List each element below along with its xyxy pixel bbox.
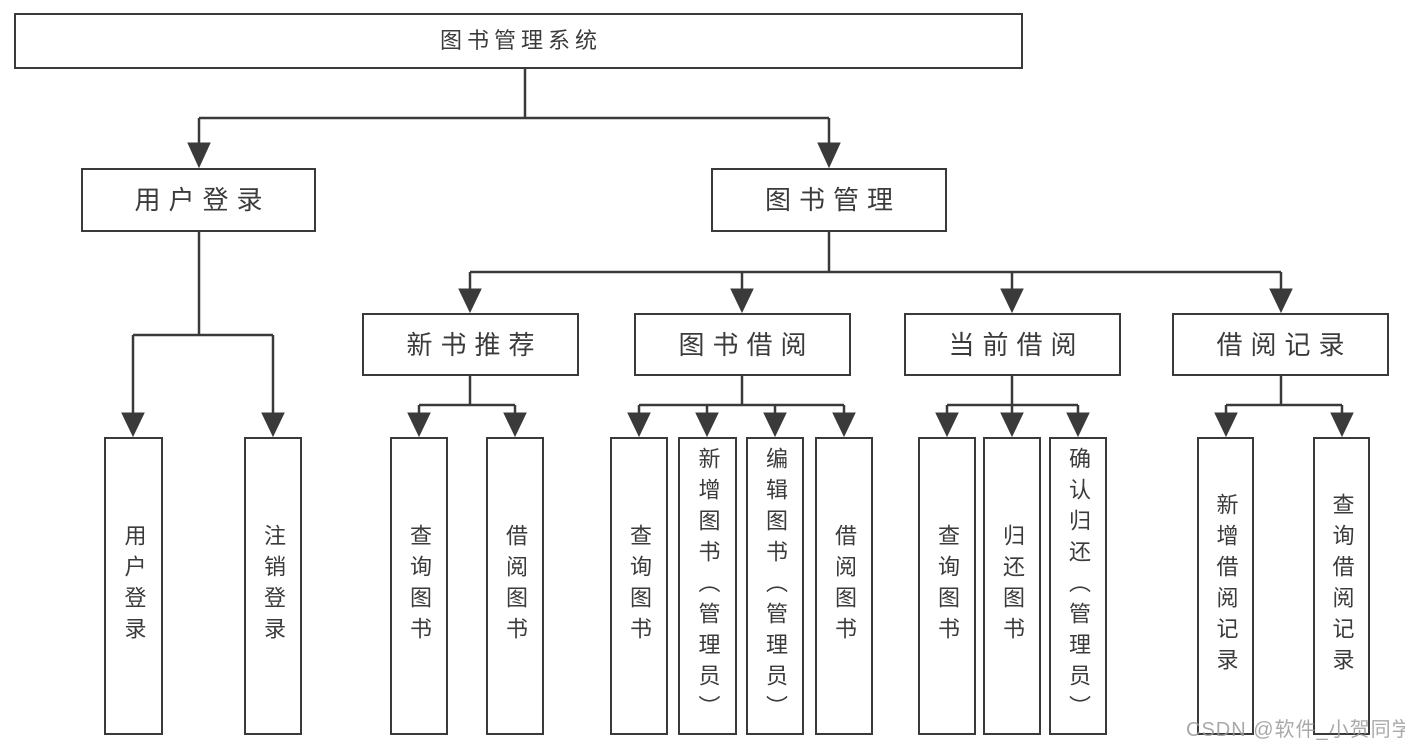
leaf-label: 注销登录	[261, 524, 286, 648]
leaf-label: 新增借阅记录	[1213, 493, 1239, 679]
leaf-logout: 注销登录	[244, 437, 302, 735]
leaf-label: 归还图书	[1000, 524, 1025, 648]
node-user-login: 用户登录	[81, 168, 316, 232]
leaf-label: 确认归还（管理员）	[1066, 446, 1091, 726]
leaf-label: 编辑图书（管理员）	[763, 446, 788, 726]
leaf-label: 新增图书（管理员）	[695, 446, 721, 726]
csdn-watermark: CSDN @软件_小贺同学	[1186, 719, 1405, 741]
leaf-confirm-return-admin: 确认归还（管理员）	[1049, 437, 1107, 735]
leaf-query-books-current: 查询图书	[918, 437, 976, 735]
leaf-add-book-admin: 新增图书（管理员）	[678, 437, 737, 735]
leaf-user-login: 用户登录	[104, 437, 163, 735]
leaf-label: 用户登录	[121, 524, 147, 648]
node-new-book-recommend: 新书推荐	[362, 313, 579, 376]
leaf-query-books-borrow: 查询图书	[610, 437, 668, 735]
node-book-borrow: 图书借阅	[634, 313, 851, 376]
leaf-borrow-books-recommend: 借阅图书	[486, 437, 544, 735]
node-current-borrow: 当前借阅	[904, 313, 1121, 376]
leaf-borrow-books: 借阅图书	[815, 437, 873, 735]
leaf-query-borrow-record: 查询借阅记录	[1313, 437, 1370, 735]
leaf-label: 查询借阅记录	[1329, 493, 1355, 679]
node-book-management: 图书管理	[711, 168, 947, 232]
leaf-return-books: 归还图书	[983, 437, 1041, 735]
leaf-label: 借阅图书	[832, 524, 857, 648]
leaf-query-books-recommend: 查询图书	[390, 437, 448, 735]
leaf-label: 查询图书	[935, 524, 960, 648]
leaf-label: 查询图书	[407, 524, 432, 648]
leaf-label: 查询图书	[627, 524, 652, 648]
node-borrow-records: 借阅记录	[1172, 313, 1389, 376]
leaf-label: 借阅图书	[503, 524, 528, 648]
leaf-add-borrow-record: 新增借阅记录	[1197, 437, 1254, 735]
node-root-library-system: 图书管理系统	[14, 13, 1023, 69]
leaf-edit-book-admin: 编辑图书（管理员）	[746, 437, 804, 735]
